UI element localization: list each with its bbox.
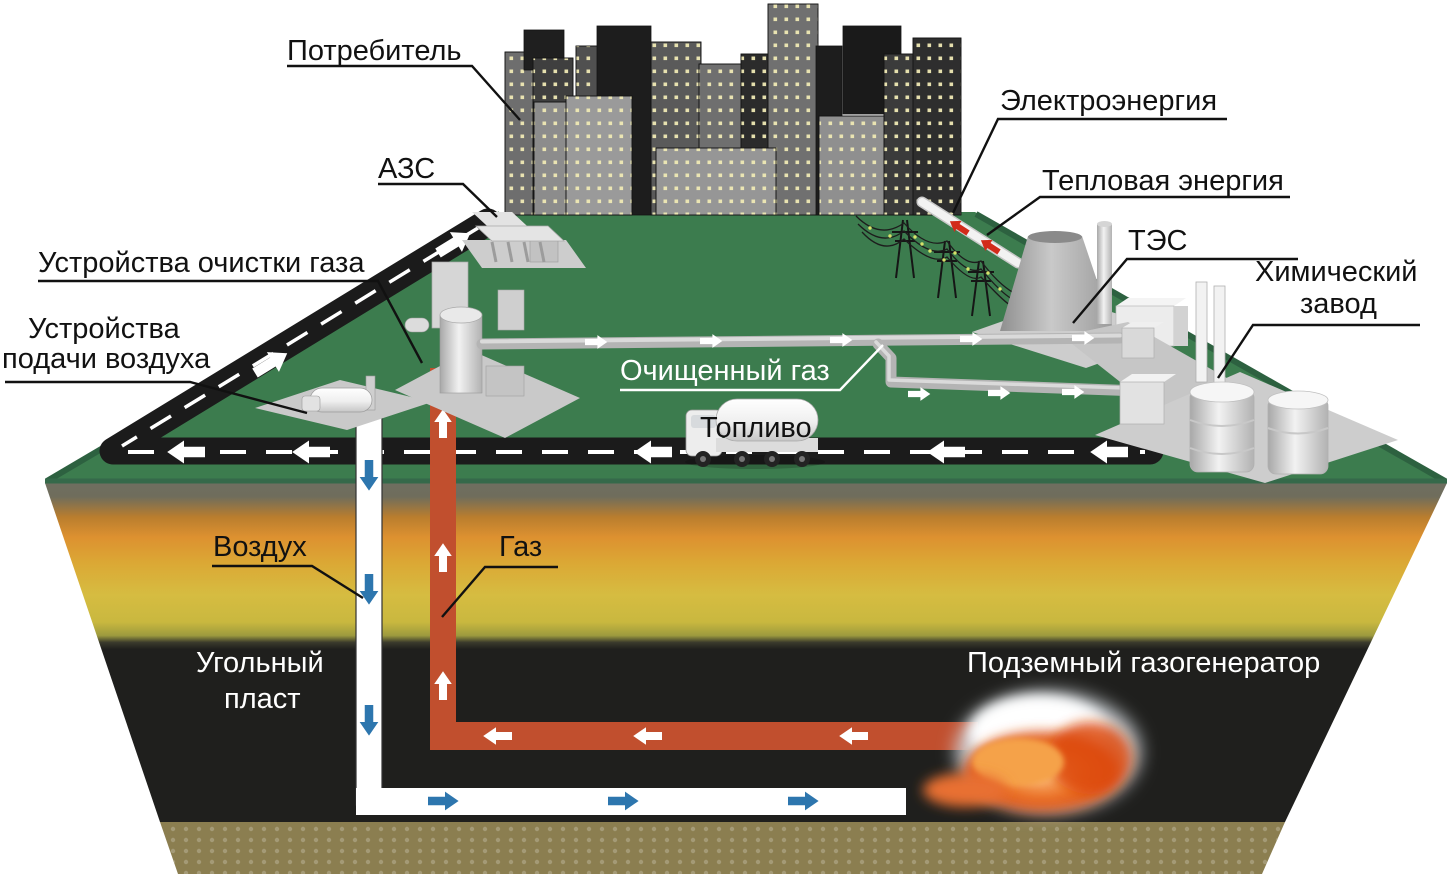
leader-consumer xyxy=(287,64,521,121)
label-air-supply-line1: Устройства xyxy=(28,313,181,345)
wire-insulators xyxy=(868,226,1002,291)
chem-chimney xyxy=(1195,281,1208,383)
tpp-chimney xyxy=(1097,224,1112,324)
label-fuel: Топливо xyxy=(700,412,812,444)
leader-thermal-energy xyxy=(986,195,1290,236)
leader-purified-gas xyxy=(620,344,884,392)
label-thermal-energy: Тепловая энергия xyxy=(1042,165,1284,197)
label-gas-cleaning: Устройства очистки газа xyxy=(38,247,365,279)
label-chemical-plant-line2: завод xyxy=(1300,288,1377,320)
label-purified-gas: Очищенный газ xyxy=(620,355,830,387)
label-air: Воздух xyxy=(213,531,307,563)
label-gas-station: АЗС xyxy=(378,153,435,185)
leader-gas-station xyxy=(378,182,498,218)
label-electricity: Электроэнергия xyxy=(1000,85,1217,117)
labels: Потребитель АЗС Устройства очистки газа … xyxy=(2,35,1420,715)
leader-gas xyxy=(441,565,558,618)
leader-electricity xyxy=(951,117,1227,214)
label-underground-generator: Подземный газогенератор xyxy=(967,647,1320,679)
chem-tanks xyxy=(1189,381,1329,475)
leader-tpp xyxy=(1072,257,1298,324)
gas-station xyxy=(462,225,586,268)
label-coal-seam-line2: пласт xyxy=(224,683,301,715)
gas-cleaning-facility xyxy=(395,261,580,438)
label-chemical-plant-line1: Химический xyxy=(1255,256,1418,288)
label-consumer: Потребитель xyxy=(287,35,462,67)
leader-air xyxy=(212,564,364,600)
fuel-truck xyxy=(685,398,825,469)
pipe-end-buildings xyxy=(1119,322,1176,425)
label-tpp: ТЭС xyxy=(1128,225,1188,257)
label-air-supply-line2: подачи воздуха xyxy=(2,343,211,375)
leader-chemical-plant xyxy=(1216,323,1420,379)
gasifier-flame xyxy=(923,692,1140,812)
leader-air-supply xyxy=(5,380,308,415)
city-skyline xyxy=(504,3,962,216)
leader-gas-cleaning xyxy=(38,279,424,364)
thermal-energy-pipe xyxy=(916,196,1024,269)
power-lines xyxy=(855,215,1015,317)
air-supply-facility xyxy=(255,375,432,430)
label-gas: Газ xyxy=(499,531,542,563)
label-coal-seam-line1: Угольный xyxy=(196,647,324,679)
